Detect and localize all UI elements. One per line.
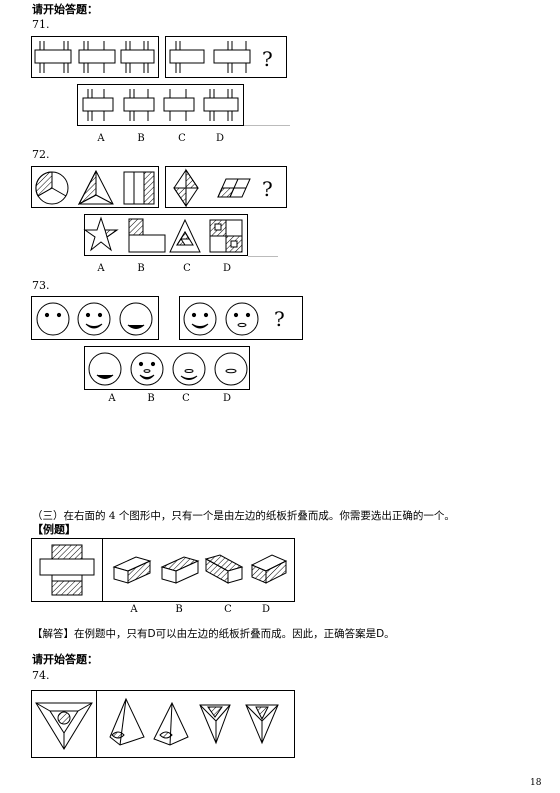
q74-divider <box>96 691 97 757</box>
example-label: 【例题】 <box>32 523 76 536</box>
q71-options <box>77 84 244 126</box>
q73-label-c: C <box>182 393 190 404</box>
q71-label-b: B <box>137 133 145 144</box>
question-71-number: 71. <box>32 18 50 31</box>
q72-stem-left <box>31 166 159 208</box>
q71-label-c: C <box>178 133 186 144</box>
q74-net <box>35 702 93 750</box>
example-label-c: C <box>224 604 232 615</box>
q73-option-figures <box>88 352 248 386</box>
q72-option-figures <box>83 216 243 253</box>
example-label-a: A <box>130 604 138 615</box>
q72-stem-left-figures <box>35 169 155 206</box>
q73-question-mark: ? <box>274 307 285 331</box>
example-figure <box>31 538 295 602</box>
q72-stem-right: ? <box>165 166 287 208</box>
q73-stem-right-figures <box>183 302 259 336</box>
example-divider <box>102 539 103 601</box>
section-3-instruction: （三）在右面的 4 个图形中，只有一个是由左边的纸板折叠而成。你需要选出正确的一… <box>32 510 455 522</box>
example-explanation: 【解答】在例题中，只有D可以由左边的纸板折叠而成。因此，正确答案是D。 <box>32 628 395 640</box>
q72-label-d: D <box>222 263 232 274</box>
q72-question-mark: ? <box>262 177 273 201</box>
q73-label-b: B <box>147 393 155 404</box>
q73-stem-left <box>31 296 159 340</box>
q71-label-a: A <box>97 133 105 144</box>
q71-question-mark: ? <box>262 47 273 71</box>
page-number: 18 <box>530 778 542 788</box>
example-net <box>39 544 95 596</box>
q72-label-b: B <box>137 263 145 274</box>
question-72-number: 72. <box>32 148 50 161</box>
q74-figure <box>31 690 295 758</box>
q71-option-figures <box>82 89 239 121</box>
q73-label-d: D <box>222 393 232 404</box>
q71-rule <box>244 125 290 126</box>
q72-options <box>83 214 248 256</box>
q73-stem-right: ? <box>179 296 303 340</box>
q74-options <box>109 697 279 746</box>
q71-label-d: D <box>215 133 225 144</box>
start-answering-heading: 请开始答题： <box>32 3 98 16</box>
q71-stem-left-figures <box>34 41 155 73</box>
q72-rule <box>248 256 278 257</box>
q72-label-a: A <box>97 263 105 274</box>
q72-stem-right-figures <box>173 168 251 208</box>
q73-label-a: A <box>108 393 116 404</box>
q72-label-c: C <box>183 263 191 274</box>
q71-stem-right-figures <box>169 41 251 73</box>
start-answering-heading-2: 请开始答题： <box>32 653 98 666</box>
q73-options <box>84 346 250 390</box>
example-label-d: D <box>261 604 271 615</box>
question-74-number: 74. <box>32 669 50 682</box>
question-73-number: 73. <box>32 279 50 292</box>
example-label-b: B <box>175 604 183 615</box>
example-options <box>112 554 288 584</box>
q73-stem-left-figures <box>36 302 153 336</box>
q71-stem-left <box>31 36 159 78</box>
q71-stem-right: ? <box>165 36 287 78</box>
